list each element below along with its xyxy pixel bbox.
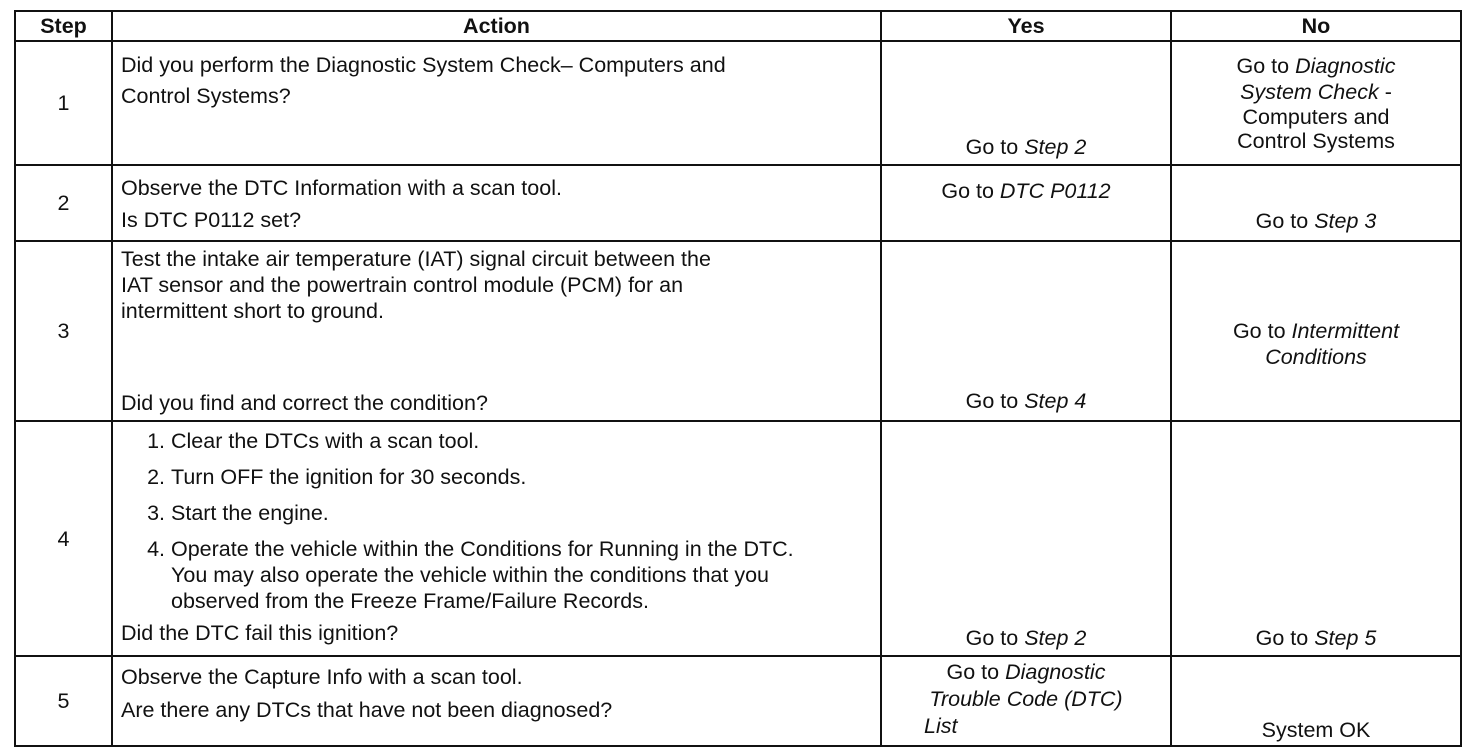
- action-line: Are there any DTCs that have not been di…: [121, 698, 613, 722]
- table-row: 5 Observe the Capture Info with a scan t…: [14, 655, 1462, 747]
- yes-link-cont[interactable]: List: [924, 714, 958, 738]
- no-link-cont[interactable]: Conditions: [1265, 345, 1367, 369]
- action-line: Control Systems?: [121, 84, 291, 108]
- table-row: 4 Clear the DTCs with a scan tool. Turn …: [14, 420, 1462, 657]
- diagnostic-table-wrapper: Step Action Yes No 1 Did you perform the…: [14, 10, 1462, 747]
- action-question: Did you find and correct the condition?: [121, 391, 488, 415]
- yes-link[interactable]: DTC P0112: [999, 179, 1111, 203]
- no-link[interactable]: Step 3: [1314, 209, 1377, 233]
- action-question: Did the DTC fail this ignition?: [121, 621, 399, 645]
- action-line: Is DTC P0112 set?: [121, 208, 302, 232]
- yes-cell: Go to Step 2: [880, 40, 1172, 166]
- yes-link[interactable]: Step 2: [1024, 626, 1087, 650]
- no-prefix: Go to: [1255, 209, 1315, 233]
- yes-prefix: Go to: [941, 179, 1000, 203]
- table-row: 2 Observe the DTC Information with a sca…: [14, 164, 1462, 242]
- header-row: Step Action Yes No: [14, 10, 1462, 42]
- no-cell: Go to Diagnostic System Check - Computer…: [1170, 40, 1462, 166]
- no-link[interactable]: Step 5: [1314, 626, 1377, 650]
- list-item: Operate the vehicle within the Condition…: [171, 536, 872, 614]
- step-number: 1: [14, 40, 113, 166]
- action-line: IAT sensor and the powertrain control mo…: [121, 273, 684, 297]
- list-item: Start the engine.: [171, 500, 872, 526]
- header-no: No: [1170, 10, 1462, 42]
- no-link-cont[interactable]: System Check: [1240, 80, 1379, 104]
- no-line: Computers and: [1242, 105, 1390, 129]
- yes-prefix: Go to: [965, 135, 1025, 159]
- step-number: 2: [14, 164, 113, 242]
- no-prefix: Go to: [1255, 626, 1315, 650]
- yes-cell: Go to Step 2: [880, 420, 1172, 657]
- action-cell: Did you perform the Diagnostic System Ch…: [111, 40, 882, 166]
- diagnostic-table: Step Action Yes No 1 Did you perform the…: [14, 10, 1462, 747]
- header-step: Step: [14, 10, 113, 42]
- step-number: 3: [14, 240, 113, 422]
- yes-prefix: Go to: [965, 626, 1025, 650]
- no-link[interactable]: Intermittent: [1291, 319, 1400, 343]
- yes-prefix: Go to: [946, 660, 1006, 684]
- yes-link[interactable]: Diagnostic: [1005, 660, 1106, 684]
- yes-link[interactable]: Step 4: [1024, 389, 1087, 413]
- list-item: Turn OFF the ignition for 30 seconds.: [171, 464, 872, 490]
- no-cell: Go to Step 3: [1170, 164, 1462, 242]
- yes-link-cont[interactable]: Trouble Code (DTC): [929, 687, 1123, 711]
- no-suffix: -: [1378, 80, 1392, 104]
- no-cell: Go to Intermittent Conditions: [1170, 240, 1462, 422]
- action-line: Test the intake air temperature (IAT) si…: [121, 247, 711, 271]
- action-line: Observe the DTC Information with a scan …: [121, 176, 562, 200]
- table-row: 1 Did you perform the Diagnostic System …: [14, 40, 1462, 166]
- yes-cell: Go to Diagnostic Trouble Code (DTC) List: [880, 655, 1172, 747]
- action-steps-list: Clear the DTCs with a scan tool. Turn OF…: [121, 428, 872, 614]
- yes-cell: Go to Step 4: [880, 240, 1172, 422]
- header-action: Action: [111, 10, 882, 42]
- no-line: Control Systems: [1237, 129, 1395, 153]
- step-number: 5: [14, 655, 113, 747]
- action-line: Did you perform the Diagnostic System Ch…: [121, 53, 726, 77]
- no-cell: System OK: [1170, 655, 1462, 747]
- step-number: 4: [14, 420, 113, 657]
- table-row: 3 Test the intake air temperature (IAT) …: [14, 240, 1462, 422]
- no-cell: Go to Step 5: [1170, 420, 1462, 657]
- action-line: Observe the Capture Info with a scan too…: [121, 665, 523, 689]
- yes-cell: Go to DTC P0112: [880, 164, 1172, 242]
- no-link[interactable]: Diagnostic: [1295, 54, 1396, 78]
- action-line: intermittent short to ground.: [121, 299, 384, 323]
- action-cell: Observe the Capture Info with a scan too…: [111, 655, 882, 747]
- yes-prefix: Go to: [965, 389, 1025, 413]
- list-item: Clear the DTCs with a scan tool.: [171, 428, 872, 454]
- yes-link[interactable]: Step 2: [1024, 135, 1087, 159]
- header-yes: Yes: [880, 10, 1172, 42]
- no-text: System OK: [1261, 718, 1371, 742]
- action-cell: Observe the DTC Information with a scan …: [111, 164, 882, 242]
- no-prefix: Go to: [1236, 54, 1296, 78]
- action-cell: Test the intake air temperature (IAT) si…: [111, 240, 882, 422]
- no-prefix: Go to: [1232, 319, 1292, 343]
- action-cell: Clear the DTCs with a scan tool. Turn OF…: [111, 420, 882, 657]
